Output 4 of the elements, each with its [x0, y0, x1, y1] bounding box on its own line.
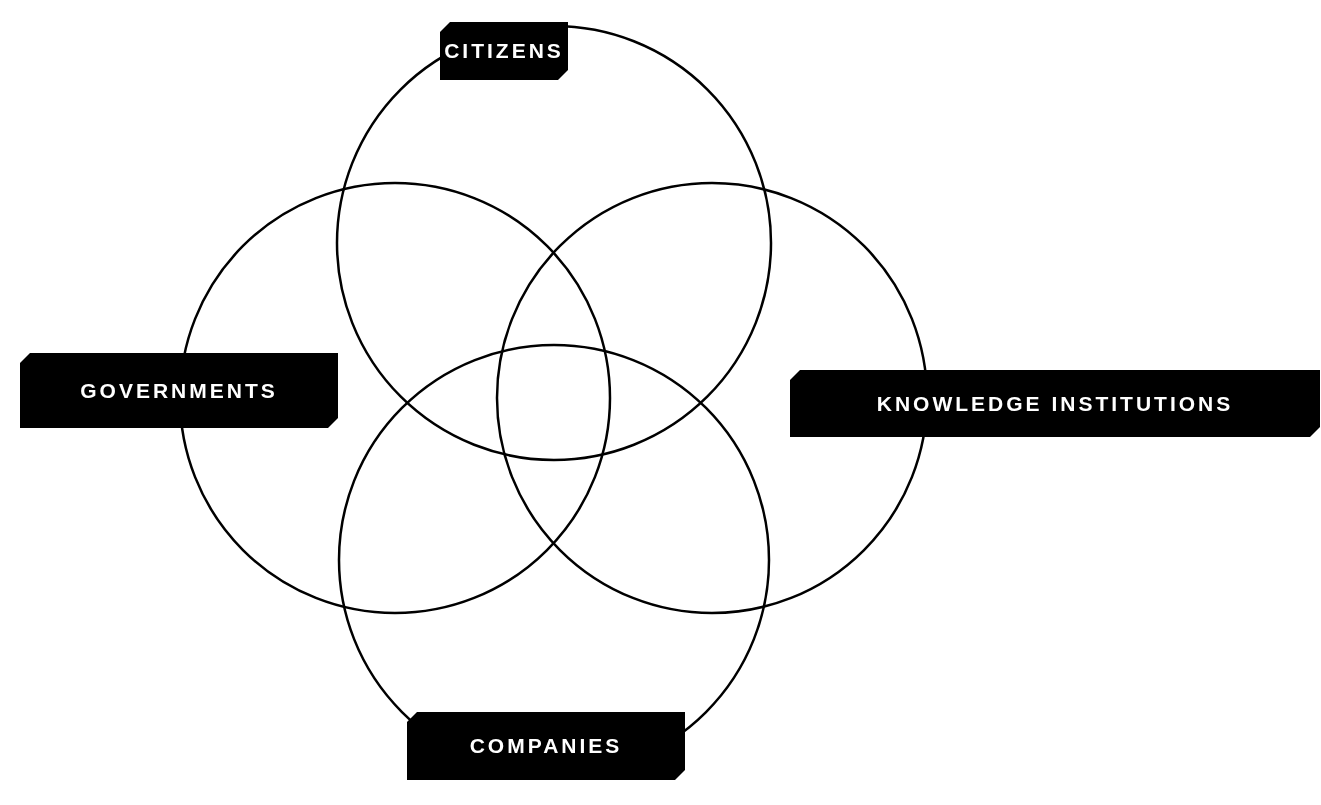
- group-label: CITIZENS: [440, 22, 568, 80]
- group-label: KNOWLEDGE INSTITUTIONS: [790, 370, 1320, 437]
- group-label: GOVERNMENTS: [20, 353, 338, 428]
- group-label: COMPANIES: [407, 712, 685, 780]
